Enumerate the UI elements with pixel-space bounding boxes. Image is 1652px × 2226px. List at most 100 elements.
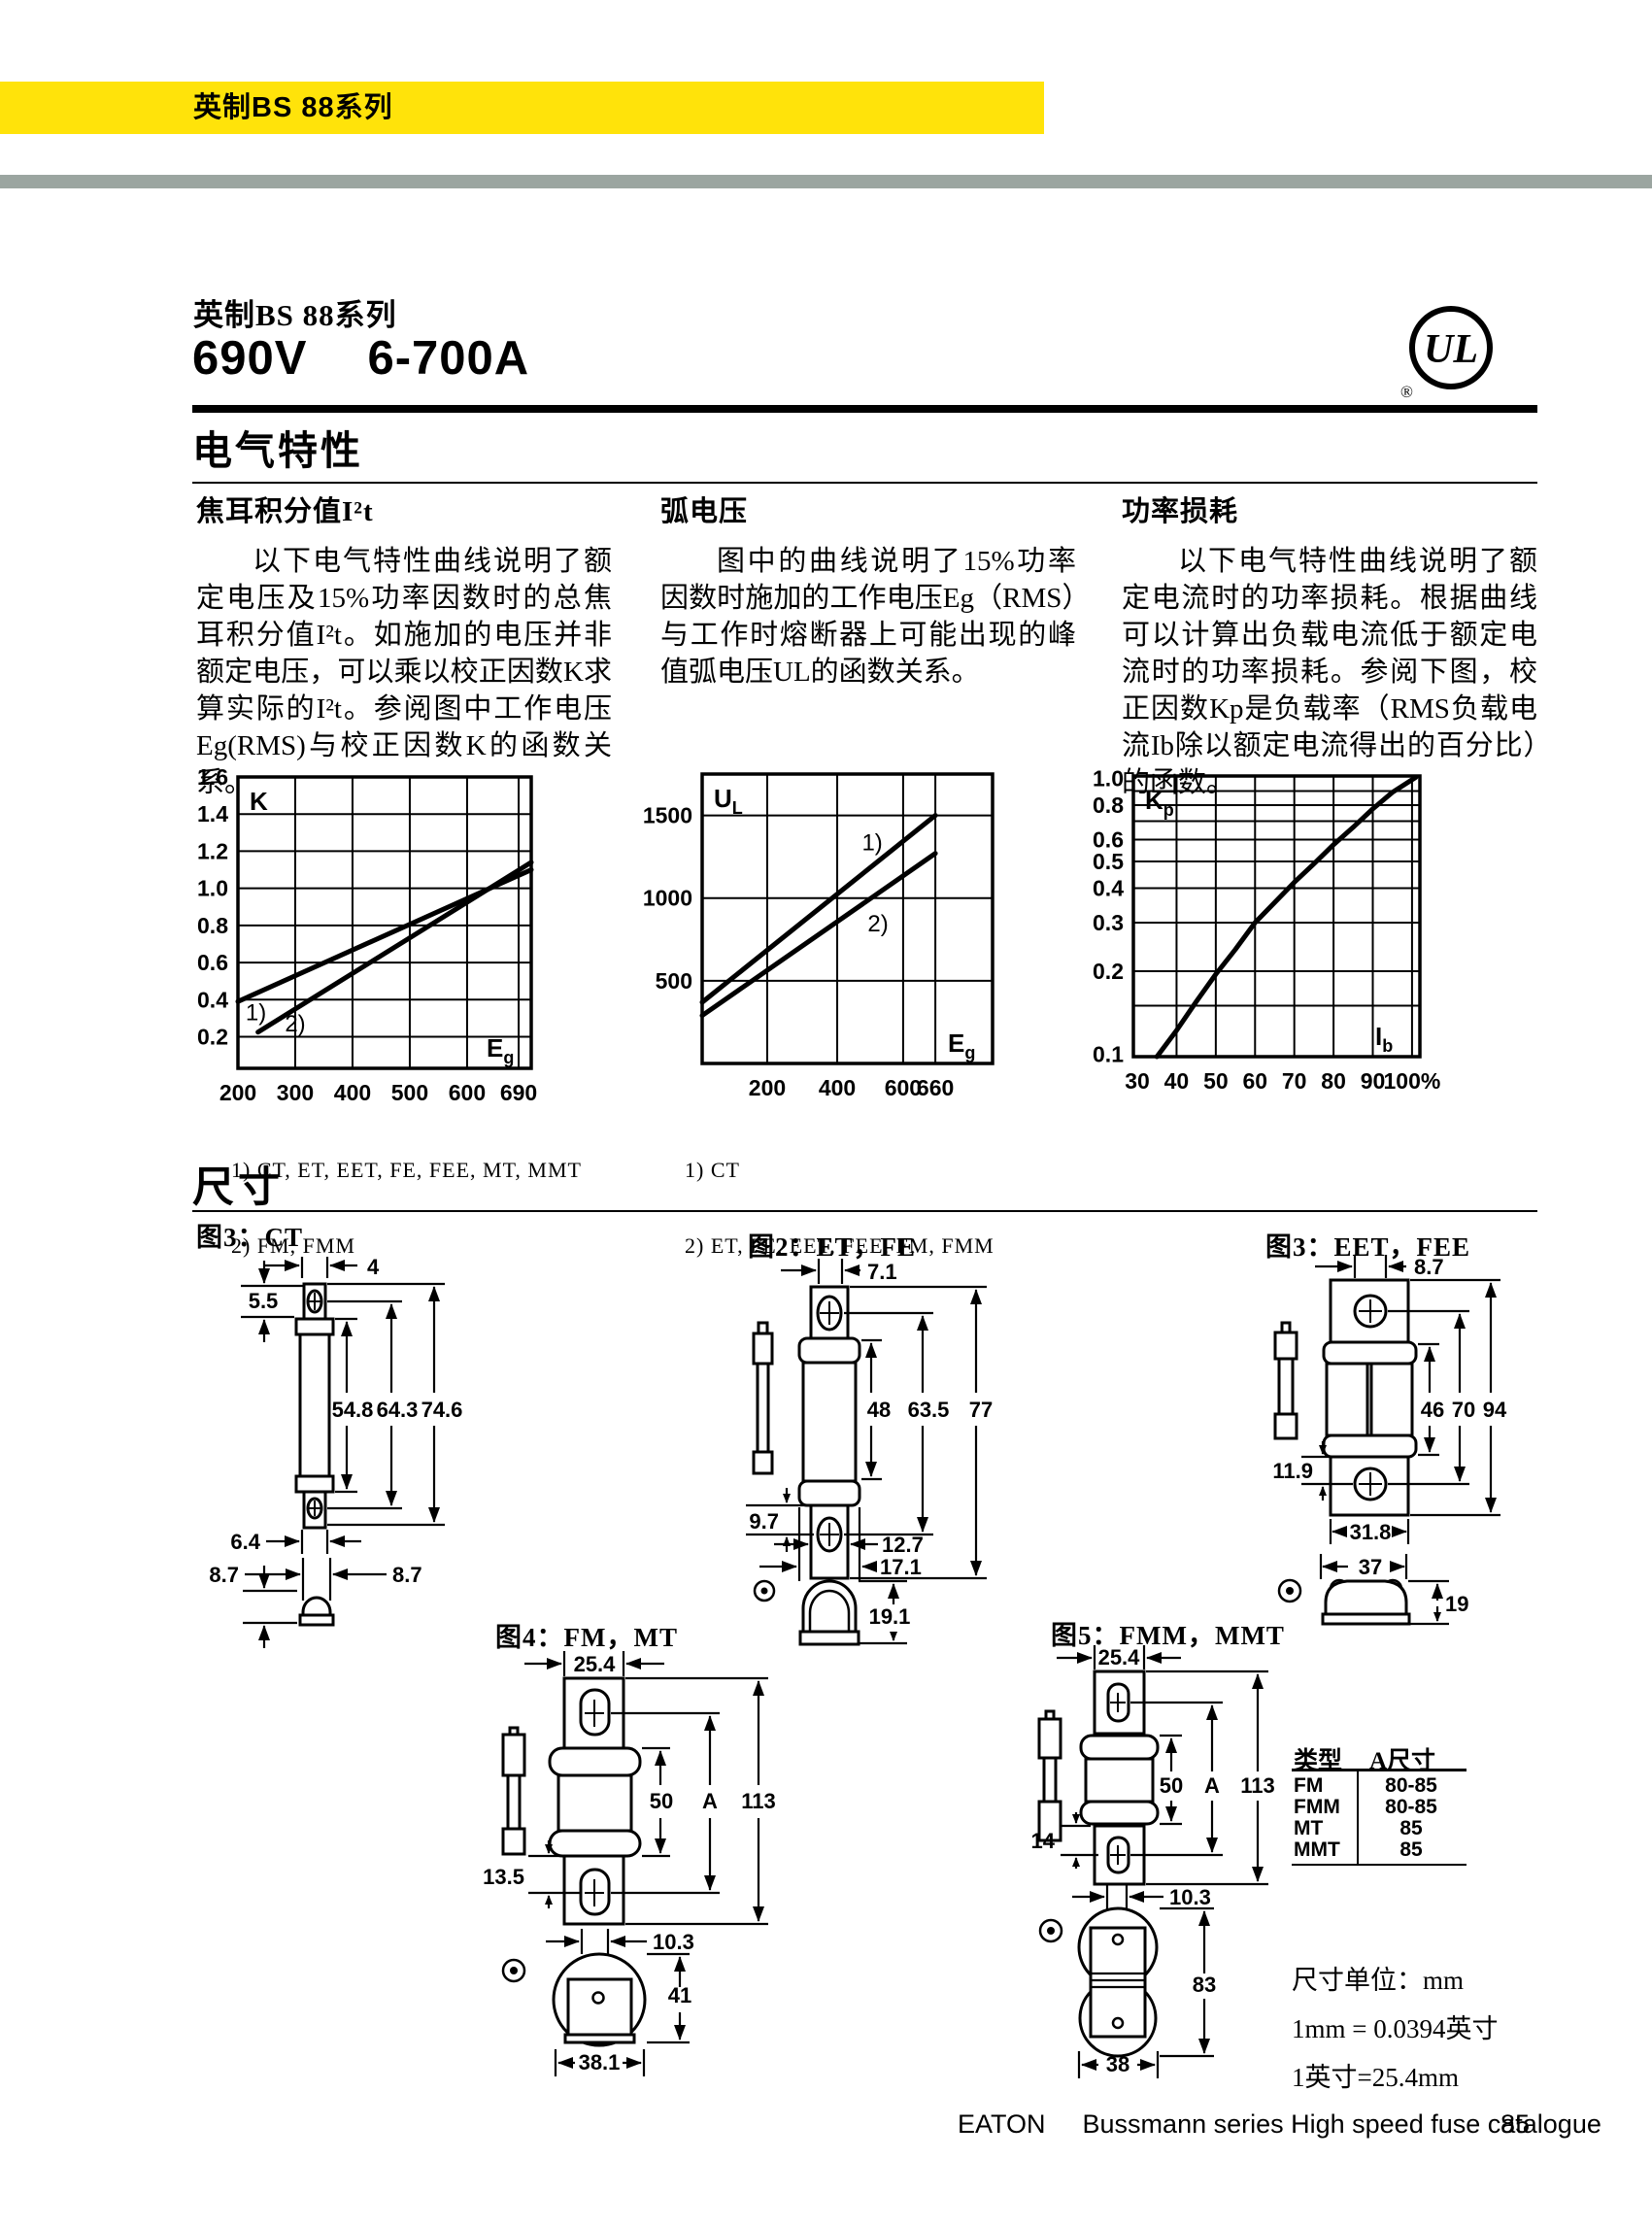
k-chart-legend-line2: 2) FM, FMM <box>231 1233 355 1258</box>
footer-brand: EATON <box>958 2109 1046 2139</box>
fmmt-dim-len-b: A <box>702 1789 718 1813</box>
k-chart-legend-line1: 1) CT, ET, EET, FE, FEE, MT, MMT <box>231 1158 582 1182</box>
figure-fmmt-drawing: 25.4 50 A 113 13.5 10.3 <box>483 1651 776 2076</box>
note-mm-to-inch: 1mm = 0.0394英寸 <box>1292 2014 1499 2043</box>
ct-dim-bottom-width: 6.4 <box>230 1530 260 1554</box>
dimension-figures-svg: 4 5.5 54.8 64.3 74.6 6.4 8.7 8.7 <box>209 1255 1507 2078</box>
section-dimensions: 尺寸 <box>192 1165 284 1211</box>
svg-text:400: 400 <box>334 1080 371 1105</box>
svg-text:UL: UL <box>714 784 743 818</box>
electrical-rule <box>192 482 1537 484</box>
figure-etfe-drawing: 7.1 48 63.5 77 9.7 12.7 17.1 <box>746 1259 993 1646</box>
series-title: 英制BS 88系列 <box>193 298 397 332</box>
svg-text:1.2: 1.2 <box>197 838 228 863</box>
svg-text:2): 2) <box>285 1011 305 1037</box>
etfe-dim-len-a: 48 <box>867 1398 891 1422</box>
fmmmmt-dim-tag-width: 25.4 <box>1098 1645 1141 1670</box>
table-cell-type: MT <box>1294 1817 1324 1839</box>
svg-text:80: 80 <box>1321 1068 1346 1094</box>
svg-text:690: 690 <box>500 1080 537 1105</box>
ul-logo-text: UL <box>1424 327 1478 372</box>
etfe-dim-len-c: 77 <box>969 1398 993 1422</box>
figure-ct-drawing: 4 5.5 54.8 64.3 74.6 6.4 8.7 8.7 <box>209 1255 462 1648</box>
ct-dim-cap-h: 8.7 <box>392 1563 422 1587</box>
eetfee-dim-cap-h: 19 <box>1445 1592 1468 1616</box>
svg-text:Kp: Kp <box>1145 786 1174 820</box>
ct-dim-cap-w: 8.7 <box>209 1563 239 1587</box>
svg-text:0.1: 0.1 <box>1093 1042 1124 1067</box>
registered-mark-icon: ® <box>1400 383 1413 401</box>
svg-text:1): 1) <box>246 999 266 1026</box>
footer-title: Bussmann series High speed fuse catalogu… <box>1082 2109 1601 2139</box>
svg-text:1500: 1500 <box>643 803 692 828</box>
figure-fmmt-title: 图4：FM，MT <box>495 1623 678 1652</box>
a-dimension-table: 类型 A尺寸 FM 80-85 FMM 80-85 MT 85 MMT 85 <box>1292 1743 1467 1866</box>
fmmmmt-dim-tag-offset: 14 <box>1031 1829 1056 1853</box>
table-row: MT 85 <box>1292 1817 1467 1839</box>
table-header-a-dim: A尺寸 <box>1369 1748 1436 1774</box>
top-band-title: 英制BS 88系列 <box>193 92 393 123</box>
svg-text:0.5: 0.5 <box>1093 849 1124 874</box>
fmmmmt-dim-cap-h: 83 <box>1193 1973 1216 1997</box>
etfe-dim-tag-offset: 9.7 <box>749 1509 779 1534</box>
figure-etfe-title: 图2：ET，FE <box>748 1232 917 1262</box>
svg-text:30: 30 <box>1125 1068 1150 1094</box>
svg-text:600: 600 <box>449 1080 486 1105</box>
fmmmmt-dim-cap-w: 38 <box>1106 2052 1129 2076</box>
rating-current: 6-700A <box>367 332 530 385</box>
ul-chart-legend-line2: 2) ET, FE, EET, FEE, FM, FMM <box>685 1233 995 1258</box>
ul-chart-legend-line1: 1) CT <box>685 1158 740 1182</box>
svg-text:60: 60 <box>1242 1068 1267 1094</box>
top-band: 英制BS 88系列 <box>0 82 1044 134</box>
figure-fmmmmt-drawing: 25.4 50 A 113 14 10.3 <box>1031 1645 1275 2078</box>
column-power-loss-body: 以下电气特性曲线说明了额定电流时的功率损耗。根据曲线可以计算出负载电流低于额定电… <box>1122 546 1537 798</box>
k-chart-legend: 1) CT, ET, EET, FE, FEE, MT, MMT 2) FM, … <box>231 1107 582 1309</box>
table-cell-a: 85 <box>1399 1838 1423 1861</box>
etfe-dim-len-b: 63.5 <box>908 1398 950 1422</box>
svg-text:K: K <box>250 787 268 816</box>
svg-text:50: 50 <box>1203 1068 1229 1094</box>
section-electrical: 电气特性 <box>192 428 363 473</box>
ct-dim-len-c: 74.6 <box>421 1398 463 1422</box>
eetfee-dim-len-a: 46 <box>1421 1398 1444 1422</box>
svg-text:Eg: Eg <box>948 1029 975 1062</box>
unit-notes: 尺寸单位：mm 1mm = 0.0394英寸 1英寸=25.4mm <box>1292 1956 1498 2102</box>
svg-text:0.2: 0.2 <box>1093 959 1124 984</box>
eetfee-dim-len-b: 70 <box>1452 1398 1475 1422</box>
svg-text:1.4: 1.4 <box>197 801 228 826</box>
figure-eetfee-drawing: 8.7 46 70 94 11.9 31.8 37 <box>1272 1255 1507 1626</box>
etfe-dim-tag-width: 12.7 <box>882 1533 924 1557</box>
svg-text:0.4: 0.4 <box>197 987 228 1012</box>
figure-eetfee-title: 图3：EET，FEE <box>1265 1232 1471 1262</box>
fmmmmt-dim-len-b: A <box>1204 1773 1220 1798</box>
etfe-dim-body-width: 17.1 <box>880 1555 922 1579</box>
ct-dim-len-b: 64.3 <box>377 1398 419 1422</box>
column-i2t-heading: 焦耳积分值I²t <box>196 496 374 527</box>
column-arc-voltage-body: 图中的曲线说明了15%功率因数时施加的工作电压Eg（RMS）与工作时熔断器上可能… <box>660 546 1076 688</box>
svg-text:1): 1) <box>861 829 882 856</box>
ct-dim-top-width: 4 <box>367 1255 380 1279</box>
table-cell-type: FMM <box>1294 1796 1340 1818</box>
fmmmmt-dim-offset-w: 10.3 <box>1169 1885 1211 1909</box>
etfe-dim-cap-h: 19.1 <box>869 1604 911 1629</box>
table-cell-type: MMT <box>1294 1838 1340 1861</box>
svg-text:300: 300 <box>277 1080 314 1105</box>
eetfee-dim-cap-w: 37 <box>1359 1555 1382 1579</box>
fmmt-dim-tag-offset: 13.5 <box>483 1865 524 1889</box>
eetfee-dim-len-c: 94 <box>1483 1398 1507 1422</box>
svg-text:90: 90 <box>1361 1068 1386 1094</box>
svg-text:500: 500 <box>656 968 692 994</box>
fmmt-dim-offset-w: 10.3 <box>653 1930 694 1954</box>
table-header-type: 类型 <box>1294 1748 1343 1774</box>
svg-text:2): 2) <box>867 911 888 937</box>
svg-text:0.6: 0.6 <box>1093 826 1124 852</box>
a-dimension-table-header: 类型 A尺寸 <box>1292 1743 1467 1774</box>
svg-text:100%: 100% <box>1384 1068 1441 1094</box>
table-cell-a: 80-85 <box>1385 1774 1437 1797</box>
column-arc-voltage-heading: 弧电压 <box>660 496 749 527</box>
etfe-dim-hole-width: 7.1 <box>867 1260 897 1284</box>
